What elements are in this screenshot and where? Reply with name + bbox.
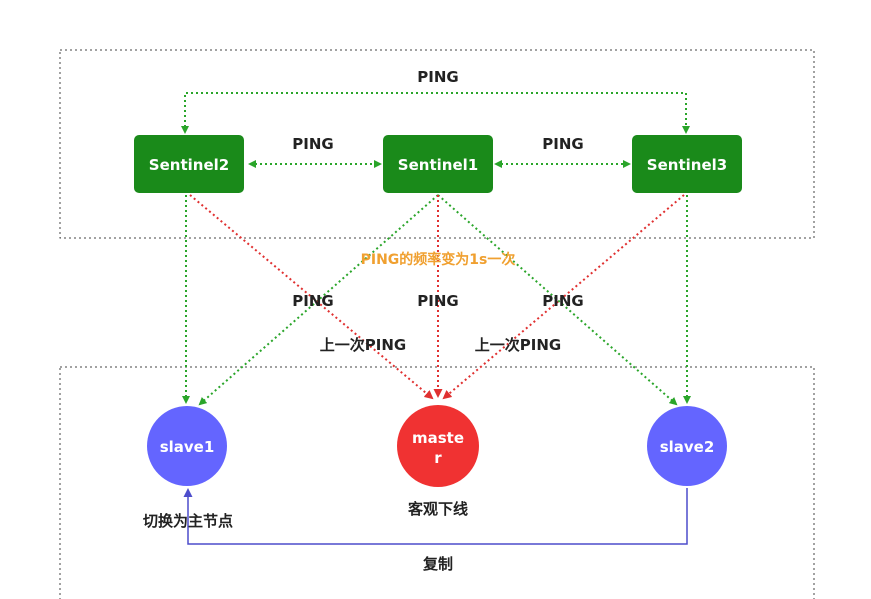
ping-left-label: PING <box>292 135 333 153</box>
ping-right-label: PING <box>542 135 583 153</box>
sentinel1-label: Sentinel1 <box>398 156 478 174</box>
ping-top-label: PING <box>417 68 458 86</box>
master-label-line2: r <box>434 449 442 467</box>
replicate-link <box>183 488 688 545</box>
ping-down-mid-label: PING <box>417 292 458 310</box>
sentinel-cluster-box <box>59 49 815 239</box>
master-node: maste r <box>397 405 479 487</box>
slave2-label: slave2 <box>660 438 715 456</box>
sentinel3-node: Sentinel3 <box>632 135 742 193</box>
switch-master-label: 切换为主节点 <box>143 512 233 530</box>
sentinel2-node: Sentinel2 <box>134 135 244 193</box>
replicate-label: 复制 <box>422 555 453 573</box>
slave1-node: slave1 <box>147 406 227 486</box>
sentinel3-label: Sentinel3 <box>647 156 727 174</box>
sentinel1-node: Sentinel1 <box>383 135 493 193</box>
ping-link-s2-s3 <box>181 92 690 134</box>
last-ping-left-label: 上一次PING <box>320 336 406 354</box>
slave2-node: slave2 <box>647 406 727 486</box>
ping-down-right-label: PING <box>542 292 583 310</box>
master-label-line1: maste <box>412 429 464 447</box>
slave1-label: slave1 <box>160 438 215 456</box>
objective-down-label: 客观下线 <box>407 500 468 518</box>
last-ping-right-label: 上一次PING <box>475 336 561 354</box>
ping-s3-master <box>442 194 685 400</box>
frequency-label: PING的频率变为1s一次 <box>361 251 516 268</box>
sentinel2-label: Sentinel2 <box>149 156 229 174</box>
ping-down-left-label: PING <box>292 292 333 310</box>
